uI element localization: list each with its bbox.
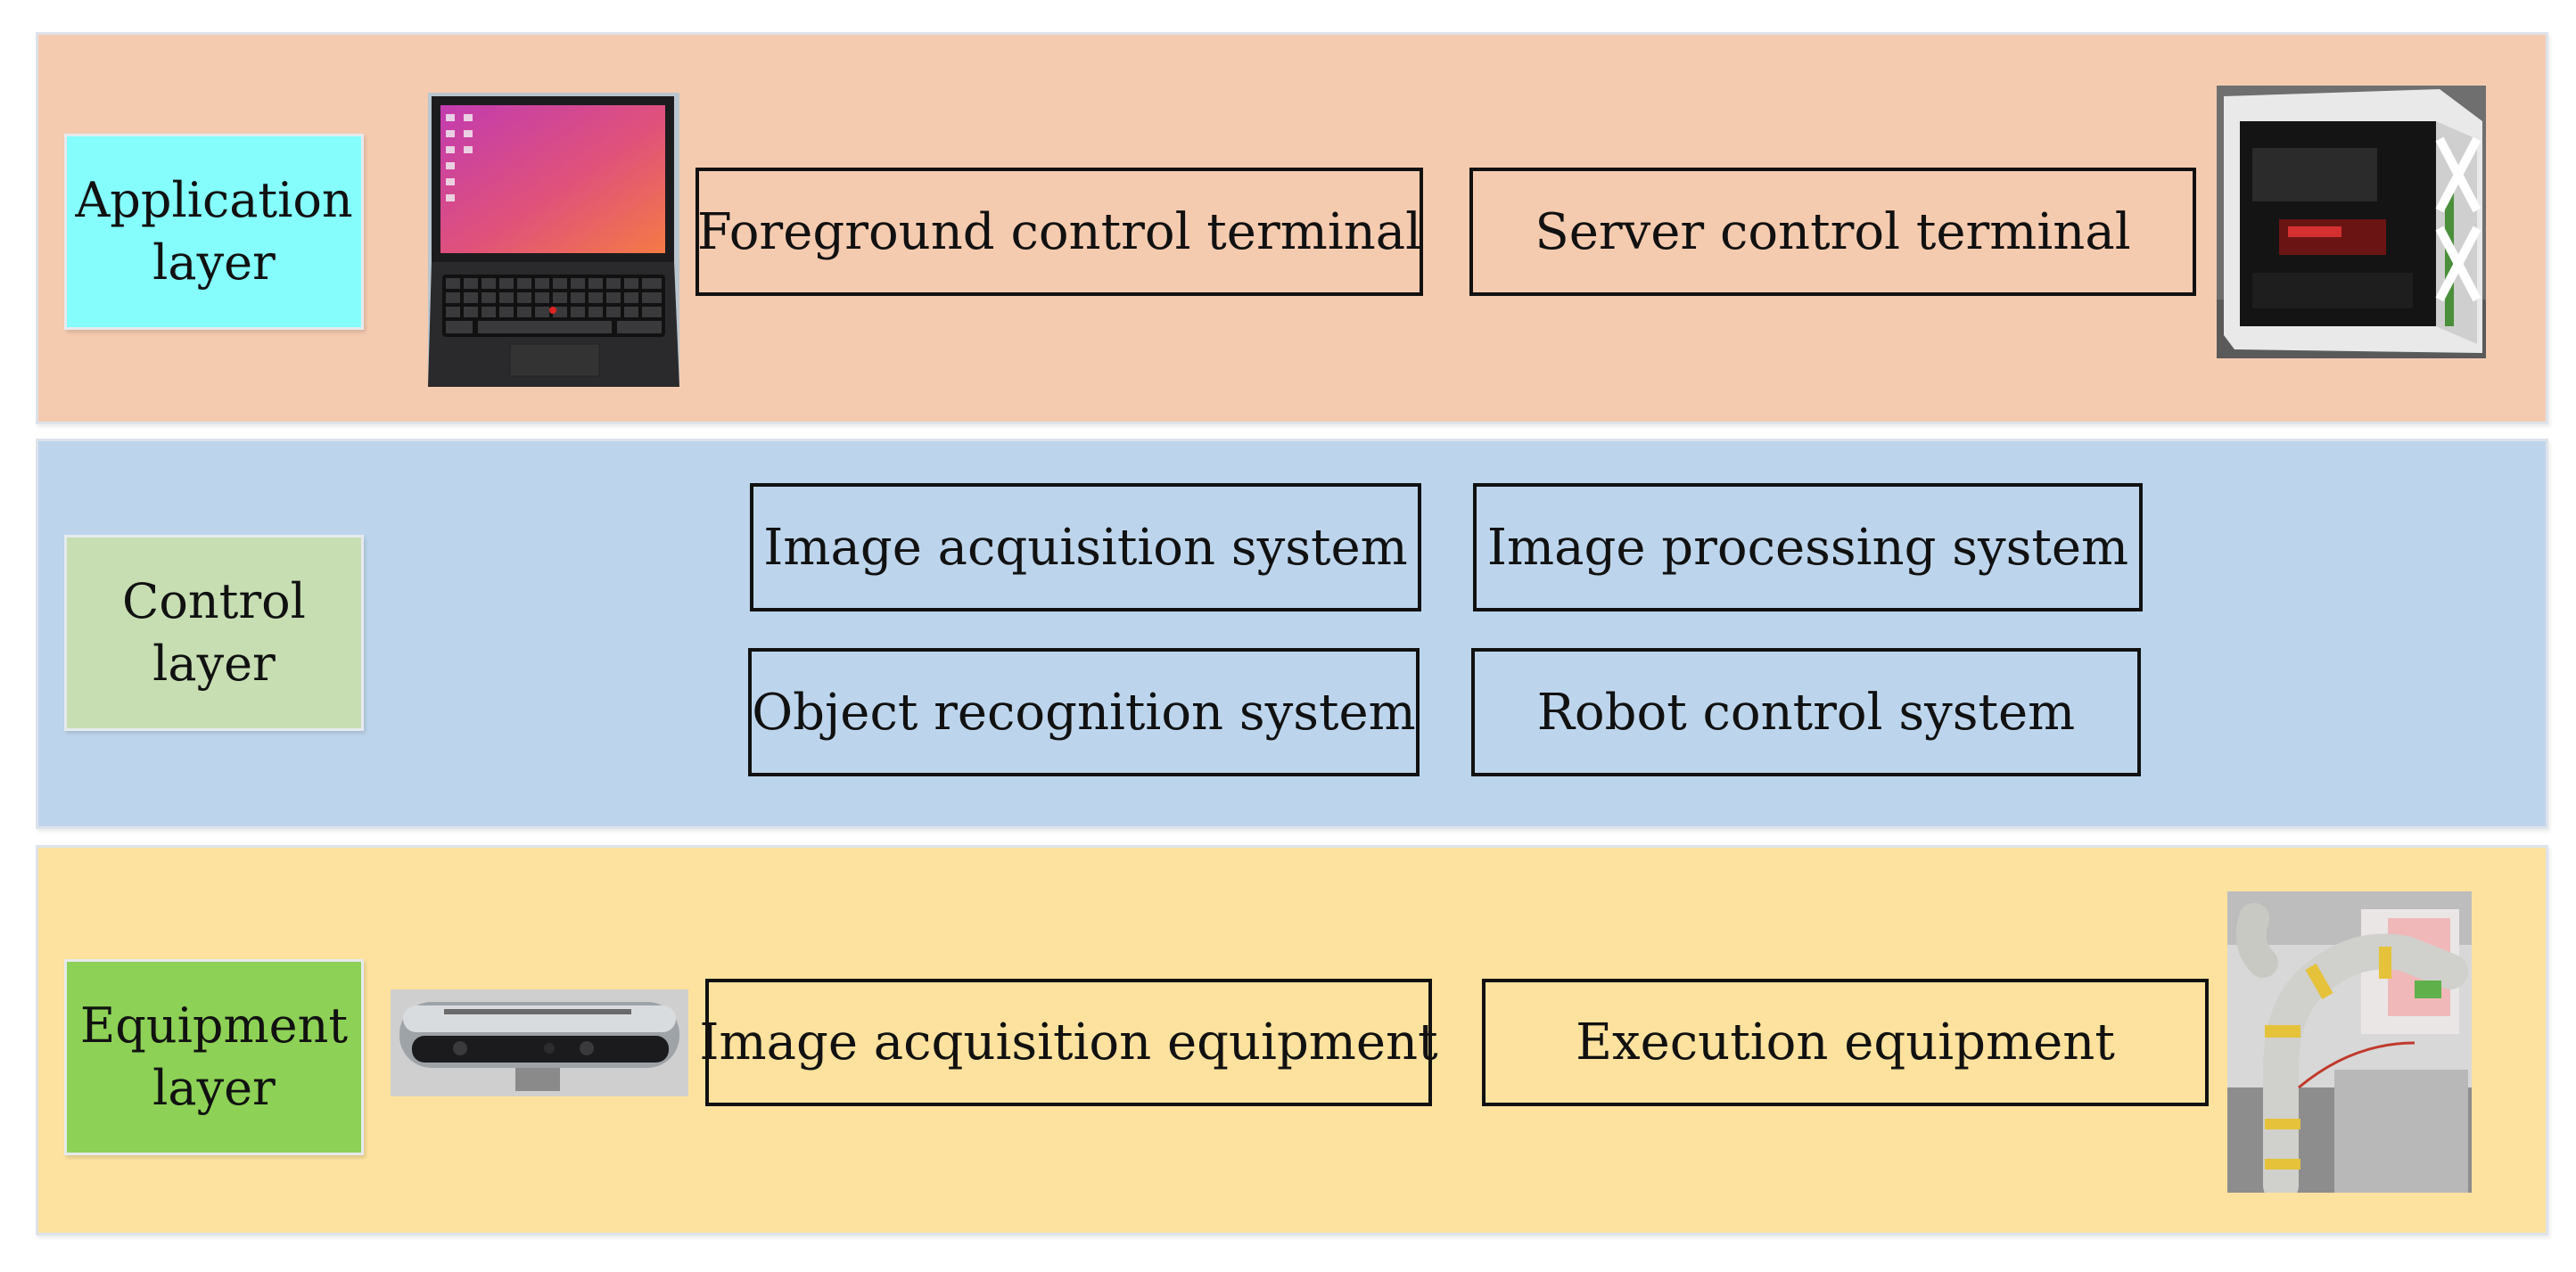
control-layer-label: Control layer <box>64 535 364 731</box>
image-acquisition-system-box: Image acquisition system <box>750 483 1421 611</box>
server-control-terminal-box: Server control terminal <box>1469 168 2196 296</box>
foreground-control-terminal-box: Foreground control terminal <box>695 168 1423 296</box>
image-processing-system-box: Image processing system <box>1473 483 2143 611</box>
server-tower-photo <box>2217 86 2486 358</box>
object-recognition-system-box: Object recognition system <box>748 648 1420 776</box>
depth-camera-photo <box>391 989 688 1096</box>
execution-equipment-box: Execution equipment <box>1482 979 2209 1106</box>
laptop-photo <box>428 93 679 387</box>
robot-control-system-box: Robot control system <box>1471 648 2141 776</box>
equipment-layer-label: Equipment layer <box>64 959 364 1155</box>
robot-arm-photo <box>2227 891 2472 1193</box>
image-acquisition-equipment-box: Image acquisition equipment <box>699 979 1438 1106</box>
control-layer-band <box>36 439 2548 829</box>
application-layer-label: Application layer <box>64 134 364 330</box>
